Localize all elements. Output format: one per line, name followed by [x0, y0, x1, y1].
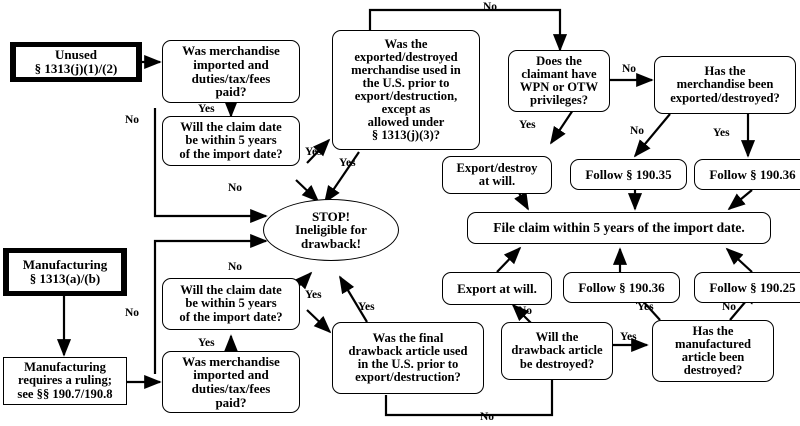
node-mfg-q1[interactable]: Was merchandise imported and duties/tax/… — [162, 351, 300, 413]
node-file-claim[interactable]: File claim within 5 years of the import … — [467, 212, 771, 244]
edge-label-mfg-q1-yes: Yes — [198, 337, 215, 349]
node-has-been-destroyed-question[interactable]: Has the manufactured article been destro… — [652, 320, 774, 382]
node-manufacturing-start-label: Manufacturing § 1313(a)/(b) — [8, 252, 122, 292]
node-unused-start[interactable]: Unused § 1313(j)(1)/(2) — [10, 42, 142, 82]
edge-label-will-destroy-no: No — [518, 305, 533, 317]
edge-label-will-destroy-yes: Yes — [620, 331, 637, 343]
node-will-destroy-question[interactable]: Will the drawback article be destroyed? — [501, 322, 613, 380]
node-export-at-will[interactable]: Export at will. — [442, 272, 552, 305]
node-follow-190-25[interactable]: Follow § 190.25 — [694, 272, 800, 303]
edge-label-final-article-no: No — [480, 411, 495, 423]
edge-label-final-article-yes: Yes — [358, 301, 375, 313]
node-unused-q2[interactable]: Will the claim date be within 5 years of… — [162, 116, 300, 166]
edge-label-top-no: No — [483, 1, 498, 13]
edge-label-privileges-yes: Yes — [519, 119, 536, 131]
edge-label-mfg-q2-no: No — [228, 261, 243, 273]
edge-label-unused-q1-yes: Yes — [198, 103, 215, 115]
node-privileges-question[interactable]: Does the claimant have WPN or OTW privil… — [508, 50, 610, 112]
node-follow-190-36-bottom[interactable]: Follow § 190.36 — [563, 272, 680, 303]
node-follow-190-36-top[interactable]: Follow § 190.36 — [694, 159, 800, 190]
node-merchandise-exported-question[interactable]: Has the merchandise been exported/destro… — [654, 56, 796, 114]
edge-label-used-in-us-yes: Yes — [339, 157, 356, 169]
edge-label-unused-q2-no: No — [228, 182, 243, 194]
edge-label-unused-q1-no: No — [125, 114, 140, 126]
edge-label-mfg-q2-yes: Yes — [305, 289, 322, 301]
node-stop-ineligible[interactable]: STOP! Ineligible for drawback! — [263, 199, 399, 261]
node-follow-190-35[interactable]: Follow § 190.35 — [570, 159, 687, 190]
node-used-in-us-question[interactable]: Was the exported/destroyed merchandise u… — [332, 30, 480, 150]
edge-label-has-destroyed-yes: Yes — [637, 301, 654, 313]
node-manufacturing-ruling[interactable]: Manufacturing requires a ruling; see §§ … — [3, 357, 127, 405]
node-mfg-q2[interactable]: Will the claim date be within 5 years of… — [162, 278, 300, 330]
node-final-article-question[interactable]: Was the final drawback article used in t… — [332, 322, 484, 394]
node-export-destroy-at-will[interactable]: Export/destroy at will. — [442, 156, 552, 194]
edge-label-merch-exported-yes: Yes — [713, 127, 730, 139]
edge-label-unused-q2-yes: Yes — [305, 146, 322, 158]
edge-label-privileges-no: No — [622, 63, 637, 75]
edge-label-has-destroyed-no: No — [722, 301, 737, 313]
node-unused-q1[interactable]: Was merchandise imported and duties/tax/… — [162, 40, 300, 103]
node-unused-start-label: Unused § 1313(j)(1)/(2) — [15, 46, 137, 78]
edge-label-merch-exported-no: No — [630, 125, 645, 137]
node-manufacturing-start[interactable]: Manufacturing § 1313(a)/(b) — [3, 248, 127, 296]
edge-label-mfg-q1-no: No — [125, 307, 140, 319]
